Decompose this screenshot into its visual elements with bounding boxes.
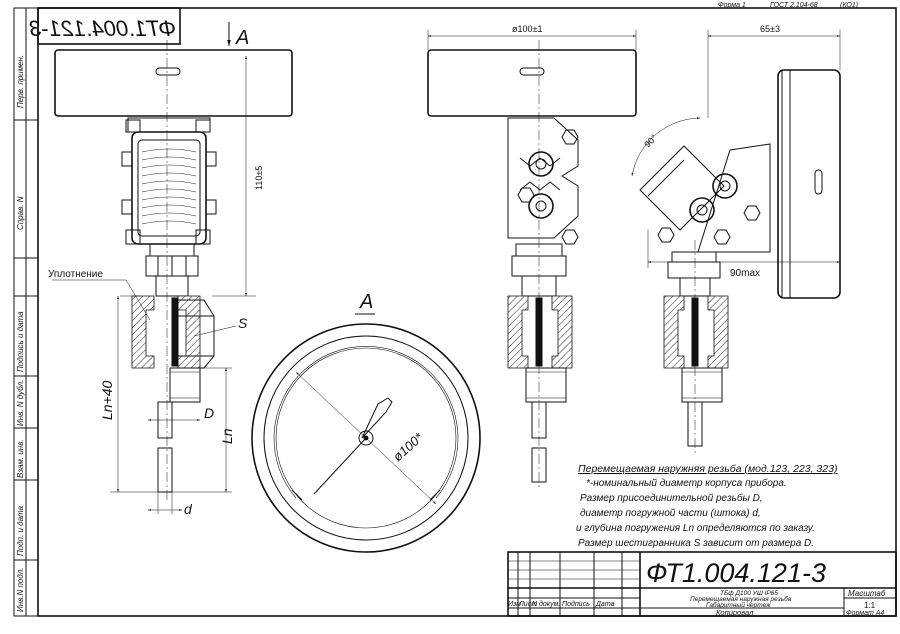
header-code: (КО1)	[840, 2, 858, 9]
title-desc-1: ТБф Д100 УШ IP65	[720, 590, 778, 597]
dim-depth: 65±3	[760, 24, 780, 34]
col-doc: N докум.	[532, 600, 560, 608]
col-sign: Подпись	[562, 600, 590, 608]
title-masshtab-value: 1:1	[864, 601, 876, 610]
side-label-sprav: Справ. N	[16, 196, 25, 230]
notes-title: Перемещаемая наружняя резьба (мод.123, 2…	[578, 463, 837, 475]
label-ln40: Ln+40	[99, 380, 115, 420]
dim-max: 90max	[730, 268, 760, 279]
view-a-title: A	[359, 291, 373, 313]
note-line-2: Размер присоединительной резьбы D,	[580, 492, 763, 504]
note-line-3: диаметр погружной части (штока) d,	[580, 508, 761, 519]
tilted-view	[639, 69, 841, 455]
side-label-inv-podl: Инв.N подл.	[16, 567, 25, 612]
header-forma: Форма 1	[718, 2, 746, 9]
col-izm: Изм	[508, 601, 521, 608]
note-line-4: и глубина погружения Ln определяются по …	[576, 522, 815, 534]
side-label-vzam: Взам. инв.	[16, 439, 25, 478]
col-date: Дата	[595, 601, 615, 608]
dim-height: 110±5	[254, 166, 264, 190]
side-label-inv-dubl: Инв. N дубл.	[16, 380, 25, 426]
title-desc-3: Габаритный чертеж	[706, 601, 771, 609]
label-small-d: d	[184, 501, 193, 517]
title-desc-2: Перемещаемая наружная резьба	[690, 595, 792, 603]
mirrored-code-box	[37, 7, 181, 45]
col-list: Лист	[518, 601, 537, 608]
header-gost: ГОСТ 2.104-68	[770, 2, 818, 9]
front-view	[54, 22, 293, 500]
label-big-d: D	[204, 405, 214, 421]
note-line-1: *-номинальный диаметр корпуса прибора.	[586, 477, 787, 489]
title-masshtab-label: Масштаб	[848, 589, 886, 598]
title-block	[507, 551, 897, 617]
view-arrow-label: A	[235, 27, 249, 49]
side-label-perv: Перв. примен.	[16, 55, 25, 108]
front-dimensions	[52, 56, 256, 514]
side-label-podp2: Подп. и дата	[16, 505, 25, 556]
dim-width: ø100±1	[512, 24, 542, 34]
label-hex: S	[238, 315, 248, 331]
dial-view	[251, 323, 481, 553]
title-code: ФТ1.004.121-3	[646, 558, 826, 588]
label-ln: Ln	[219, 428, 235, 444]
dial-diameter: ø100*	[390, 429, 427, 464]
side-label-podp1: Подпись и дата	[16, 311, 25, 372]
side-strip	[13, 7, 39, 617]
dim-angle: 90°	[642, 132, 659, 149]
side-view	[427, 40, 637, 490]
title-format: Формат А4	[846, 610, 884, 617]
title-copied: Копировал	[716, 608, 754, 617]
label-seal: Уплотнение	[48, 269, 103, 280]
note-line-5: Размер шестигранника S зависит от размер…	[578, 538, 814, 549]
mirrored-code: ФТ1.004.121-3	[29, 16, 176, 41]
